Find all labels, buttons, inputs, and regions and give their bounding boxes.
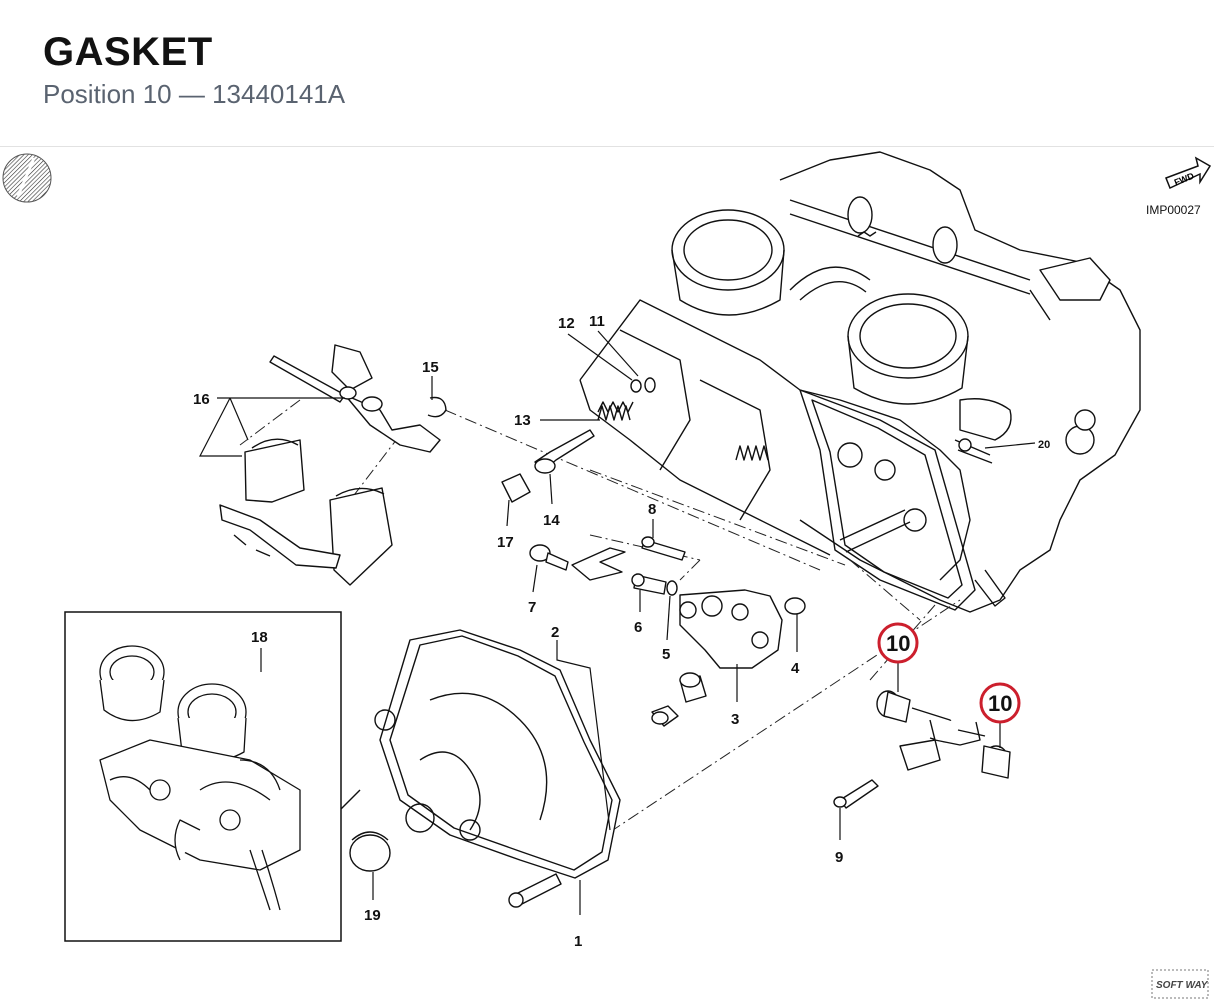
callout-11[interactable]: 11: [589, 313, 605, 330]
fwd-label: FWD: [1173, 170, 1196, 187]
highlight-markers: [877, 622, 1021, 724]
callout-6[interactable]: 6: [634, 619, 642, 636]
callout-1[interactable]: 1: [574, 933, 582, 950]
callout-2[interactable]: 2: [551, 624, 559, 641]
inset-view-box: [64, 611, 342, 942]
callout-12[interactable]: 12: [558, 315, 575, 332]
callout-13[interactable]: 13: [514, 412, 531, 429]
choke-lever-assembly-drawing: [219, 344, 447, 586]
callout-16[interactable]: 16: [193, 391, 210, 408]
forward-direction-icon: FWD: [1165, 156, 1212, 190]
callout-18[interactable]: 18: [251, 629, 268, 646]
callout-7[interactable]: 7: [528, 599, 536, 616]
reference-code: IMP00027: [1146, 203, 1201, 217]
callout-15[interactable]: 15: [422, 359, 439, 376]
page-subtitle: Position 10 — 13440141A: [43, 79, 346, 109]
callout-4[interactable]: 4: [791, 660, 800, 677]
callout-5[interactable]: 5: [662, 646, 670, 663]
exploded-view-drawing: FWD IMP00027: [2, 151, 1212, 999]
softway-logo-text: SOFT WAY: [1156, 980, 1209, 991]
brand-emblem-icon: [2, 153, 52, 203]
float-bowl-drawing: [339, 629, 621, 879]
callout-10a[interactable]: 10: [886, 631, 910, 656]
callout-3[interactable]: 3: [731, 711, 739, 728]
callout-9[interactable]: 9: [835, 849, 843, 866]
page-header: GASKET Position 10 — 13440141A: [0, 0, 1214, 147]
carburetor-assembly-drawing: [579, 151, 1141, 613]
callout-17[interactable]: 17: [497, 534, 514, 551]
callout-10-highlight-b: [979, 682, 1021, 724]
small-parts-drawing: [349, 377, 1011, 908]
parts-diagram: FWD IMP00027: [0, 147, 1214, 1003]
callout-14[interactable]: 14: [543, 512, 560, 529]
callout-10b[interactable]: 10: [988, 691, 1012, 716]
softway-logo: SOFT WAY: [1151, 969, 1209, 999]
callout-8[interactable]: 8: [648, 501, 656, 518]
callout-labels: 1 2 3 4 5 6 7 8 9 10 10 11 12 13 14 15 1…: [193, 313, 1050, 950]
callout-19[interactable]: 19: [364, 907, 381, 924]
callout-20[interactable]: 20: [1038, 439, 1050, 451]
leader-lines: [199, 330, 1036, 915]
callout-10-highlight-a: [877, 622, 919, 664]
page-title: GASKET: [43, 30, 213, 74]
